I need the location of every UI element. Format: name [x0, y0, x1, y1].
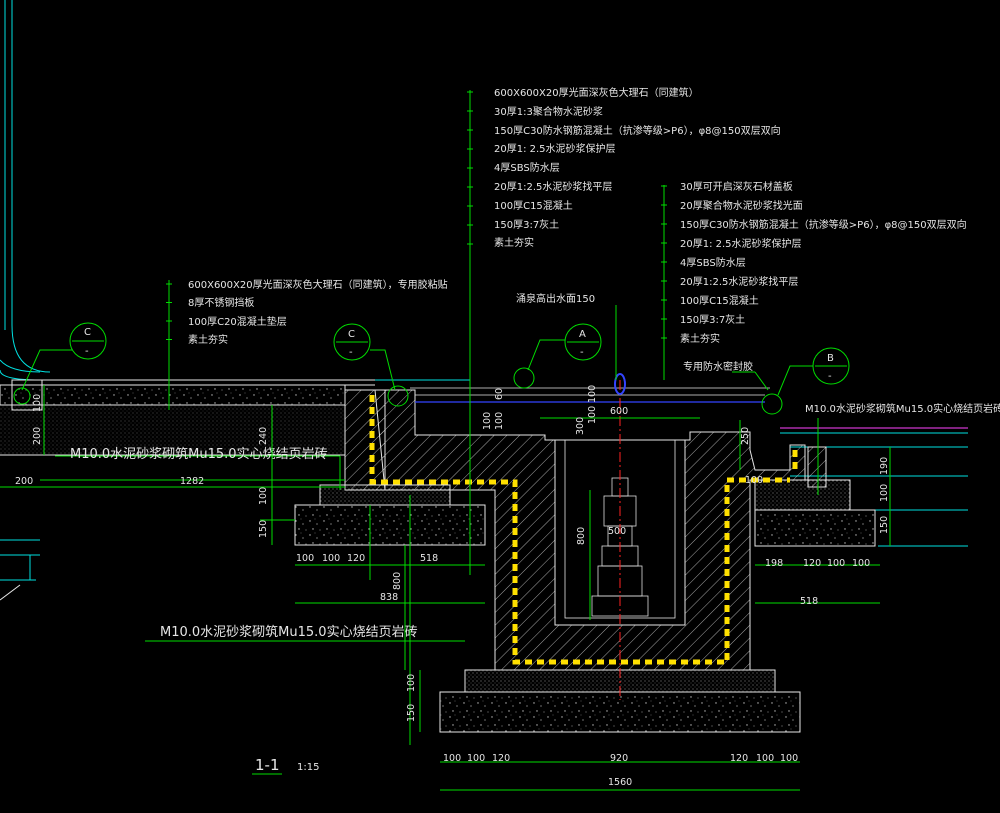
fountain-note: 涌泉高出水面150 — [516, 292, 595, 305]
dim-label: 800 — [392, 572, 403, 590]
right-callout-line: 20厚聚合物水泥砂浆找光面 — [680, 199, 803, 212]
left-callout-line: 8厚不锈钢挡板 — [188, 296, 254, 309]
dim-label: 518 — [800, 596, 818, 607]
dim-label: 920 — [610, 753, 628, 764]
dim-label: 100 — [258, 487, 269, 505]
left-callout-line: 素土夯实 — [188, 333, 228, 346]
section-markers: C - C - A - B - — [13, 322, 850, 415]
dim-label: 100 — [879, 484, 890, 502]
marker-letter: C — [348, 329, 355, 340]
top-callout-line: 4厚SBS防水层 — [494, 161, 560, 174]
dim-label: 100 — [756, 753, 774, 764]
right-callout-line: 20厚1:2.5水泥砂浆找平层 — [680, 275, 798, 288]
dim-label: 100 — [322, 553, 340, 564]
dim-label: 800 — [576, 527, 587, 545]
dim-label: 100 — [482, 412, 493, 430]
top-callout-line: 30厚1:3聚合物水泥砂浆 — [494, 105, 603, 118]
marker-letter: C — [84, 327, 91, 338]
right-callout-line: 150厚C30防水钢筋混凝土（抗渗等级>P6），φ8@150双层双向 — [680, 218, 967, 231]
dim-label: 500 — [608, 526, 626, 537]
dimension-texts: 600 200 1282 100 100 120 518 838 198 120… — [15, 385, 890, 788]
dim-label: 60 — [494, 388, 505, 400]
left-callout: 600X600X20厚光面深灰色大理石（同建筑），专用胶粘贴 8厚不锈钢挡板 1… — [188, 278, 448, 346]
dim-label: 100 — [494, 412, 505, 430]
marker-sub: - — [85, 346, 89, 357]
dim-label: 120 — [730, 753, 748, 764]
section-marker-a: A - — [513, 323, 602, 389]
top-callout-line: 150厚3:7灰土 — [494, 218, 559, 231]
masonry-note-lower: M10.0水泥砂浆砌筑Mu15.0实心烧结页岩砖 — [160, 624, 418, 640]
dim-label: 200 — [32, 427, 43, 445]
dim-label: 100 — [745, 475, 763, 486]
left-ground — [0, 379, 375, 456]
dim-label: 100 — [780, 753, 798, 764]
dim-label: 100 — [32, 394, 43, 412]
section-marker-c-mid: C - — [333, 323, 409, 407]
dim-label: 1560 — [608, 777, 632, 788]
top-callout-line: 20厚1: 2.5水泥砂浆保护层 — [494, 142, 616, 155]
section-scale: 1:15 — [297, 762, 319, 773]
dim-label: 120 — [492, 753, 510, 764]
top-callout-line: 20厚1:2.5水泥砂浆找平层 — [494, 180, 612, 193]
right-callout-line: 4厚SBS防水层 — [680, 256, 746, 269]
dim-label: 100 — [296, 553, 314, 564]
dim-label: 198 — [765, 558, 783, 569]
marker-letter: A — [579, 329, 586, 340]
right-callout-line: 30厚可开启深灰石材盖板 — [680, 180, 793, 193]
dim-label: 100 — [587, 406, 598, 424]
top-callout-line: 100厚C15混凝土 — [494, 199, 573, 212]
dim-label: 100 — [587, 385, 598, 403]
right-callout-line: 150厚3:7灰土 — [680, 313, 745, 326]
dim-label: 200 — [15, 476, 33, 487]
top-callout: 600X600X20厚光面深灰色大理石（同建筑） 30厚1:3聚合物水泥砂浆 1… — [494, 86, 781, 249]
dim-label: 150 — [258, 520, 269, 538]
dim-label: 120 — [347, 553, 365, 564]
dim-label: 150 — [879, 516, 890, 534]
marker-letter: B — [827, 353, 834, 364]
dim-label: 190 — [879, 457, 890, 475]
section-marker-b: B - — [761, 347, 850, 415]
dim-label: 100 — [406, 674, 417, 692]
dim-label: 100 — [443, 753, 461, 764]
seal-note: 专用防水密封胶 — [683, 360, 753, 373]
dim-label: 100 — [852, 558, 870, 569]
dim-label: 250 — [740, 427, 751, 445]
dim-label: 1282 — [180, 476, 204, 487]
dim-label: 100 — [467, 753, 485, 764]
dimension-lines — [0, 385, 891, 791]
left-callout-line: 100厚C20混凝土垫层 — [188, 315, 287, 328]
pool-structure — [374, 389, 876, 733]
dim-label: 100 — [827, 558, 845, 569]
dim-label: 600 — [610, 406, 628, 417]
dim-label: 150 — [406, 704, 417, 722]
top-callout-line: 150厚C30防水钢筋混凝土（抗渗等级>P6），φ8@150双层双向 — [494, 124, 781, 137]
right-callout-line: 20厚1: 2.5水泥砂浆保护层 — [680, 237, 802, 250]
masonry-note-right: M10.0水泥砂浆砌筑Mu15.0实心烧结页岩砖 — [805, 402, 1000, 415]
waterproof-layer — [369, 395, 798, 665]
marker-sub: - — [828, 371, 832, 382]
fountain-head-icon — [614, 373, 626, 395]
marker-sub: - — [580, 347, 584, 358]
leader-ticks — [166, 91, 667, 340]
right-callout: 30厚可开启深灰石材盖板 20厚聚合物水泥砂浆找光面 150厚C30防水钢筋混凝… — [680, 180, 967, 345]
top-callout-line: 素土夯实 — [494, 236, 534, 249]
masonry-note-upper: M10.0水泥砂浆砌筑Mu15.0实心烧结页岩砖 — [70, 446, 328, 462]
dim-label: 120 — [803, 558, 821, 569]
leader-lines — [40, 90, 819, 745]
dim-label: 838 — [380, 592, 398, 603]
dim-label: 240 — [258, 427, 269, 445]
right-callout-line: 100厚C15混凝土 — [680, 294, 759, 307]
marker-sub: - — [349, 347, 353, 358]
section-title: 1-1 — [255, 756, 280, 774]
left-callout-line: 600X600X20厚光面深灰色大理石（同建筑），专用胶粘贴 — [188, 278, 448, 291]
section-title-block: 1-1 1:15 — [252, 756, 319, 775]
dim-label: 300 — [575, 417, 586, 435]
section-marker-c-left: C - — [13, 322, 107, 405]
top-callout-line: 600X600X20厚光面深灰色大理石（同建筑） — [494, 86, 699, 99]
right-callout-line: 素土夯实 — [680, 332, 720, 345]
dim-label: 518 — [420, 553, 438, 564]
